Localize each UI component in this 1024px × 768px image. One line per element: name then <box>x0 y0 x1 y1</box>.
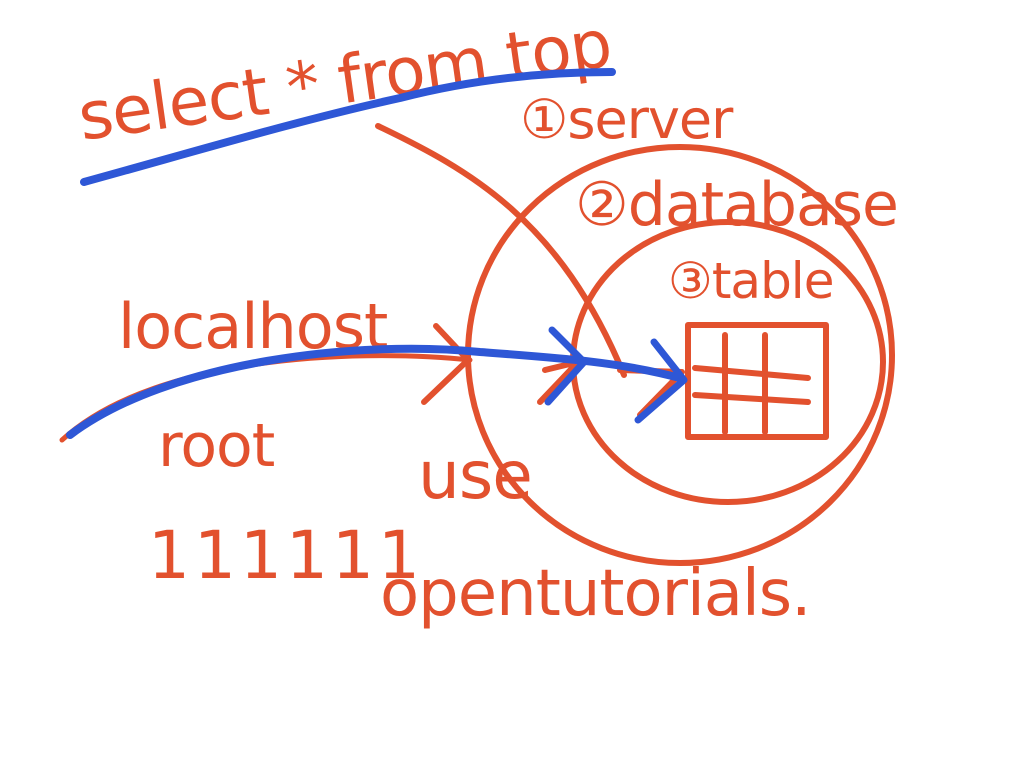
arrowhead-server-entry <box>421 323 471 405</box>
arrowhead-table-blue <box>634 338 688 424</box>
arrowhead-database-blue <box>544 326 588 406</box>
query-underline <box>80 68 616 186</box>
highlight-strokes <box>66 68 688 439</box>
db-name-label: opentutorials. <box>380 557 810 631</box>
use-keyword-label: use <box>418 437 532 514</box>
table-grid-outline <box>685 322 829 440</box>
server-label: ①server <box>520 88 734 151</box>
table-grid-row-line <box>692 365 811 381</box>
query-to-table-arrow <box>375 123 627 378</box>
server-circle <box>465 144 895 566</box>
connection-path-arrow <box>66 344 684 439</box>
password-label: 111111 <box>148 517 424 594</box>
handwriting-layer: select * from top ①server ②database ③tab… <box>74 5 899 631</box>
table-grid-row-line <box>692 392 811 405</box>
user-label: root <box>158 411 275 481</box>
table-label: ③table <box>668 252 833 310</box>
